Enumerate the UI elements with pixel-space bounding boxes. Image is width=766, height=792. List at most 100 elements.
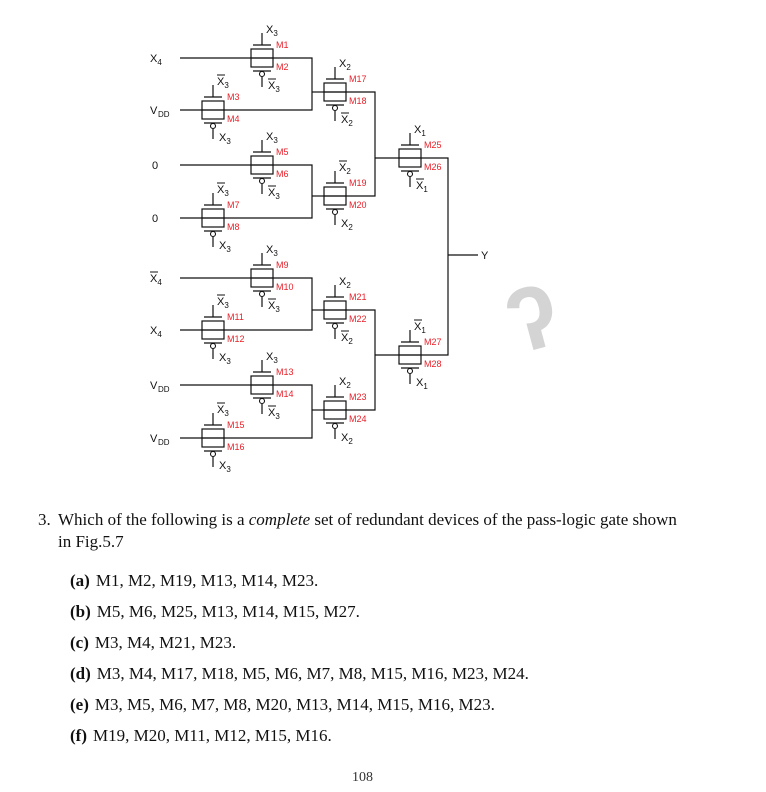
transistor-label-m1: M1: [276, 40, 289, 50]
option-b: (b) M5, M6, M25, M13, M14, M15, M27.: [70, 601, 529, 632]
nmos-channel: [201, 320, 225, 331]
inverter-bubble: [331, 104, 339, 112]
transistor-label-m15: M15: [227, 420, 245, 430]
inverter-bubble: [406, 367, 414, 375]
inverter-bubble: [209, 122, 217, 130]
nmos-channel: [250, 268, 274, 279]
transistor-label-m24: M24: [349, 414, 367, 424]
input-label-vdd: V: [150, 433, 158, 445]
transistor-label-m16: M16: [227, 442, 245, 452]
question-text-line2: in Fig.5.7: [58, 532, 124, 551]
gate-label: X3: [266, 351, 278, 365]
nmos-channel: [201, 428, 225, 439]
gate-label: X3: [268, 187, 280, 201]
pmos-channel: [323, 309, 347, 320]
transistor-label-m7: M7: [227, 200, 240, 210]
transistor-label-m21: M21: [349, 292, 367, 302]
inverter-bubble: [331, 322, 339, 330]
transistor-label-m12: M12: [227, 334, 245, 344]
transistor-label-m27: M27: [424, 337, 442, 347]
transistor-label-m2: M2: [276, 62, 289, 72]
inverter-bubble: [258, 70, 266, 78]
nmos-channel: [323, 400, 347, 411]
question-text-italic: complete: [248, 510, 311, 529]
output-wire: [421, 157, 449, 356]
transistor-label-m17: M17: [349, 74, 367, 84]
gate-label: X2: [341, 218, 353, 232]
gate-label: X3: [219, 460, 231, 474]
transistor-label-m5: M5: [276, 147, 289, 157]
nmos-channel: [250, 48, 274, 59]
gate-label: X3: [268, 407, 280, 421]
pmos-channel: [250, 164, 274, 175]
gate-label: X2: [339, 276, 351, 290]
transistor-label-m9: M9: [276, 260, 289, 270]
option-a: (a) M1, M2, M19, M13, M14, M23.: [70, 570, 529, 601]
option-d: (d)M3, M4, M17, M18, M5, M6, M7, M8, M15…: [70, 663, 529, 694]
merge-wire: [346, 91, 376, 197]
input-label-vdd-sub: DD: [158, 385, 170, 394]
output-label: Y: [481, 250, 489, 262]
pmos-channel: [250, 57, 274, 68]
input-label-zero: 0: [152, 213, 158, 225]
input-label-vdd-sub: DD: [158, 110, 170, 119]
merge-wire: [224, 196, 313, 219]
inverter-bubble: [406, 170, 414, 178]
transistor-label-m22: M22: [349, 314, 367, 324]
gate-label: X1: [416, 180, 428, 194]
merge-wire: [224, 92, 313, 111]
gate-label: X1: [416, 377, 428, 391]
merge-wire: [273, 384, 313, 410]
inverter-bubble: [331, 208, 339, 216]
gate-label: X2: [339, 376, 351, 390]
nmos-channel: [398, 345, 422, 356]
gate-label: X2: [339, 58, 351, 72]
pmos-channel: [250, 277, 274, 288]
question-text-after: set of redundant devices of the pass-log…: [310, 510, 677, 529]
gate-label: X3: [268, 80, 280, 94]
gate-label: X1: [414, 124, 426, 138]
option-label: (b): [70, 602, 91, 621]
gate-label: X2: [341, 332, 353, 346]
pmos-channel: [250, 384, 274, 395]
inverter-bubble: [209, 450, 217, 458]
option-label: (d): [70, 664, 91, 683]
gate-label: X3: [217, 184, 229, 198]
input-label-vdd-sub: DD: [158, 438, 170, 447]
question-block: 3.Which of the following is a complete s…: [38, 509, 738, 553]
gate-label: X3: [266, 244, 278, 258]
gate-label: X3: [268, 300, 280, 314]
nmos-channel: [398, 148, 422, 159]
option-label: (a): [70, 571, 90, 590]
option-text: M3, M4, M21, M23.: [94, 633, 237, 652]
gate-label: X3: [217, 296, 229, 310]
gate-label: X3: [219, 240, 231, 254]
pmos-channel: [323, 195, 347, 206]
inverter-bubble: [331, 422, 339, 430]
nmos-channel: [323, 82, 347, 93]
gate-label: X2: [339, 162, 351, 176]
gate-label: X3: [266, 24, 278, 38]
inverter-bubble: [258, 177, 266, 185]
pmos-channel: [398, 157, 422, 168]
option-label: (e): [70, 695, 89, 714]
inverter-bubble: [258, 290, 266, 298]
transistor-label-m4: M4: [227, 114, 240, 124]
pmos-channel: [201, 329, 225, 340]
input-label-vdd: V: [150, 380, 158, 392]
option-text: M1, M2, M19, M13, M14, M23.: [95, 571, 319, 590]
option-text: M19, M20, M11, M12, M15, M16.: [92, 726, 332, 745]
option-text: M5, M6, M25, M13, M14, M15, M27.: [96, 602, 360, 621]
page-number: 108: [352, 770, 373, 785]
pmos-channel: [201, 109, 225, 120]
pmos-channel: [201, 217, 225, 228]
merge-wire: [273, 277, 313, 310]
input-label-zero: 0: [152, 160, 158, 172]
transistor-label-m6: M6: [276, 169, 289, 179]
merge-wire: [273, 164, 313, 196]
input-label: X4: [150, 53, 162, 67]
pmos-channel: [323, 409, 347, 420]
gate-label: X2: [341, 432, 353, 446]
option-label: (c): [70, 633, 89, 652]
